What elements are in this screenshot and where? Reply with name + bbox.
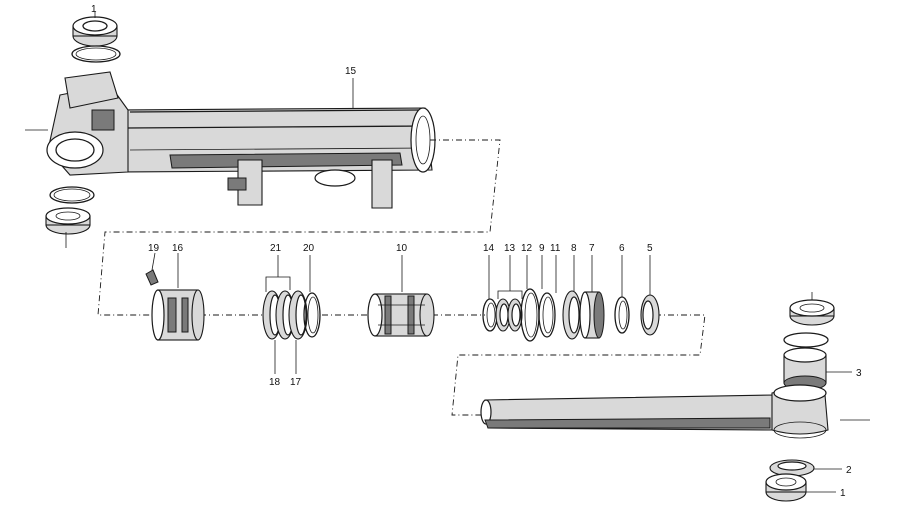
left-bottom-nut <box>45 207 91 235</box>
right-top-nut <box>789 299 835 326</box>
screw-part-19 <box>145 269 159 286</box>
assembly-path-line-upper <box>97 139 501 316</box>
label-part-14: 14 <box>483 243 495 254</box>
label-part-8: 8 <box>571 243 577 254</box>
label-part-5: 5 <box>647 243 653 254</box>
label-part-3: 3 <box>856 368 862 379</box>
ring-part-6 <box>614 296 630 334</box>
bearing-part-3 <box>783 347 827 391</box>
label-part-12: 12 <box>521 243 533 254</box>
bearing-ring-part-8 <box>562 290 582 340</box>
bushing-part-16 <box>151 289 205 341</box>
label-part-13: 13 <box>504 243 516 254</box>
steering-arm-shaft <box>480 384 829 439</box>
label-part-11: 11 <box>550 243 561 254</box>
label-part-16: 16 <box>172 243 184 254</box>
right-ring <box>783 332 829 348</box>
label-part-15: 15 <box>345 66 357 77</box>
label-part-17: 17 <box>290 377 302 388</box>
label-part-1-bottom: 1 <box>840 488 846 499</box>
label-part-21: 21 <box>270 243 282 254</box>
assembly-path-line-middle <box>200 314 706 416</box>
label-part-10: 10 <box>396 243 408 254</box>
seal-ring-part-17 <box>288 290 308 340</box>
label-part-2: 2 <box>846 465 852 476</box>
sleeve-part-10 <box>367 293 435 337</box>
ring-part-12 <box>507 298 523 332</box>
bottom-nut-part-1 <box>765 473 807 502</box>
o-ring-part-20 <box>303 292 321 338</box>
nut-part-5 <box>640 294 660 336</box>
label-part-18: 18 <box>269 377 281 388</box>
top-nut-part-1 <box>72 16 118 47</box>
label-part-9: 9 <box>539 243 545 254</box>
label-part-20: 20 <box>303 243 315 254</box>
label-part-6: 6 <box>619 243 625 254</box>
washer-part-11 <box>538 292 556 338</box>
label-part-19: 19 <box>148 243 160 254</box>
label-part-1-top: 1 <box>91 4 97 15</box>
spring-ring-part-9 <box>520 288 540 342</box>
main-housing-part-15 <box>46 71 436 209</box>
top-snap-ring <box>71 45 121 63</box>
label-part-7: 7 <box>589 243 595 254</box>
bearing-part-7 <box>579 291 605 339</box>
ring-part-14 <box>482 298 498 332</box>
left-snap-ring <box>49 186 95 204</box>
washer-part-2 <box>769 459 815 477</box>
